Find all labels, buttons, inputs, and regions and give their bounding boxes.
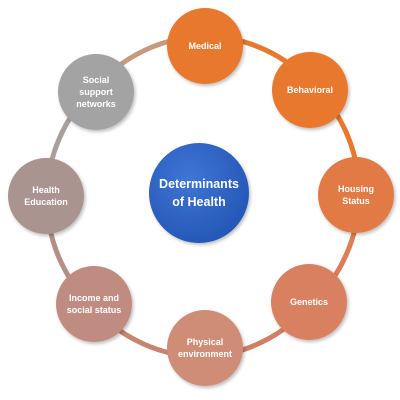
node-behavioral: Behavioral bbox=[272, 52, 348, 128]
node-label-line: Behavioral bbox=[287, 85, 333, 95]
center-node: Determinants of Health bbox=[149, 143, 249, 243]
node-physical-environment: Physical environment bbox=[167, 310, 243, 386]
node-circle bbox=[167, 8, 243, 84]
determinant-nodes: Medical Behavioral Housing Status Geneti… bbox=[8, 8, 394, 386]
node-circle bbox=[56, 266, 132, 342]
node-label-line: Income and bbox=[69, 293, 119, 303]
center-circle bbox=[149, 143, 249, 243]
node-circle bbox=[58, 54, 134, 130]
node-circle bbox=[272, 52, 348, 128]
node-label-line: Status bbox=[342, 196, 370, 206]
node-circle bbox=[8, 158, 84, 234]
node-medical: Medical bbox=[167, 8, 243, 84]
node-circle bbox=[271, 264, 347, 340]
node-label-line: Physical bbox=[187, 337, 224, 347]
node-health-education: Health Education bbox=[8, 158, 84, 234]
center-label-line-2: of Health bbox=[172, 195, 225, 209]
node-label-line: Housing bbox=[338, 184, 374, 194]
node-label-line: social status bbox=[67, 305, 122, 315]
node-social-support-networks: Social support networks bbox=[58, 54, 134, 130]
node-label-line: Genetics bbox=[290, 297, 328, 307]
node-label-line: networks bbox=[76, 99, 116, 109]
node-circle bbox=[167, 310, 243, 386]
node-housing-status: Housing Status bbox=[318, 157, 394, 233]
node-label-line: Education bbox=[24, 197, 68, 207]
node-label-line: support bbox=[79, 87, 113, 97]
node-label-line: Medical bbox=[188, 41, 221, 51]
node-label-line: Social bbox=[83, 75, 110, 85]
center-label-line-1: Determinants bbox=[159, 177, 239, 191]
node-circle bbox=[318, 157, 394, 233]
node-income-and-social-status: Income and social status bbox=[56, 266, 132, 342]
node-label-line: environment bbox=[178, 349, 232, 359]
node-genetics: Genetics bbox=[271, 264, 347, 340]
node-label-line: Health bbox=[32, 185, 60, 195]
